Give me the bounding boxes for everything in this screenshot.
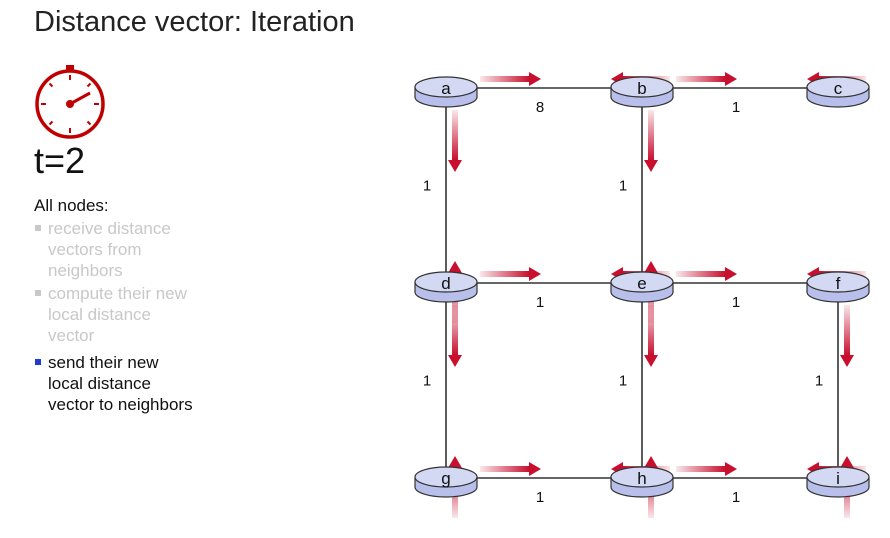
node-label: g xyxy=(441,469,450,488)
link-cost-label: 1 xyxy=(732,294,740,311)
router-node-a: a xyxy=(414,76,478,108)
bullet-icon xyxy=(35,359,41,365)
step-text-line: local distance xyxy=(48,374,152,393)
node-label: c xyxy=(834,79,843,98)
stopwatch-icon xyxy=(35,65,105,139)
node-label: f xyxy=(836,274,841,293)
link-cost-label: 1 xyxy=(423,178,431,195)
router-node-g: g xyxy=(414,466,478,498)
node-label: b xyxy=(637,79,646,98)
link-h-i: 1 xyxy=(642,477,838,506)
node-label: a xyxy=(441,79,451,98)
router-node-i: i xyxy=(806,466,870,498)
link-cost-label: 8 xyxy=(536,99,544,116)
router-node-f: f xyxy=(806,271,870,303)
node-label: e xyxy=(637,274,646,293)
link-d-e: 1 xyxy=(446,282,642,311)
step-text-line: vectors from xyxy=(48,240,142,259)
link-cost-label: 1 xyxy=(732,489,740,506)
link-b-c: 1 xyxy=(642,87,838,116)
update-arrow xyxy=(448,110,462,172)
link-g-h: 1 xyxy=(446,477,642,506)
update-arrow xyxy=(840,305,854,367)
bullet-icon xyxy=(35,225,41,231)
link-b-e: 1 xyxy=(619,88,643,283)
slide-title: Distance vector: Iteration xyxy=(34,6,355,38)
link-a-b: 8 xyxy=(446,87,642,116)
time-step-label: t=2 xyxy=(34,140,86,181)
link-cost-label: 1 xyxy=(619,373,627,390)
steps-heading: All nodes: xyxy=(34,196,109,215)
router-node-e: e xyxy=(610,271,674,303)
step-text-line: neighbors xyxy=(48,261,123,280)
step-list: receive distance vectors from neighbors … xyxy=(34,218,234,417)
link-d-g: 1 xyxy=(423,283,447,478)
router-node-h: h xyxy=(610,466,674,498)
link-cost-label: 1 xyxy=(815,373,823,390)
update-arrow xyxy=(480,462,541,476)
update-arrow xyxy=(676,267,737,281)
step-text-line: local distance xyxy=(48,305,152,324)
link-cost-label: 1 xyxy=(536,294,544,311)
update-arrow xyxy=(480,72,541,86)
step-send: send their new local distance vector to … xyxy=(34,352,234,415)
link-e-h: 1 xyxy=(619,283,643,478)
step-text-line: vector xyxy=(48,326,95,345)
link-cost-label: 1 xyxy=(536,489,544,506)
node-label: i xyxy=(836,469,840,488)
link-a-d: 1 xyxy=(423,88,447,283)
node-label: h xyxy=(637,469,646,488)
update-arrow xyxy=(448,305,462,367)
node-label: d xyxy=(441,274,450,293)
step-receive: receive distance vectors from neighbors xyxy=(34,218,234,281)
step-text-line: vector to neighbors xyxy=(48,395,193,414)
update-arrow xyxy=(676,72,737,86)
update-arrow xyxy=(676,462,737,476)
link-cost-label: 1 xyxy=(619,178,627,195)
link-e-f: 1 xyxy=(642,282,838,311)
router-node-d: d xyxy=(414,271,478,303)
link-cost-label: 1 xyxy=(732,99,740,116)
link-cost-label: 1 xyxy=(423,373,431,390)
bullet-icon xyxy=(35,290,41,296)
update-arrow xyxy=(644,110,658,172)
step-text-line: send their new xyxy=(48,353,159,372)
step-text-line: receive distance xyxy=(48,219,171,238)
update-arrow xyxy=(644,305,658,367)
link-f-i: 1 xyxy=(815,283,839,478)
step-compute: compute their new local distance vector xyxy=(34,283,234,346)
step-text-line: compute their new xyxy=(48,284,187,303)
update-arrow xyxy=(480,267,541,281)
router-node-c: c xyxy=(806,76,870,108)
router-node-b: b xyxy=(610,76,674,108)
